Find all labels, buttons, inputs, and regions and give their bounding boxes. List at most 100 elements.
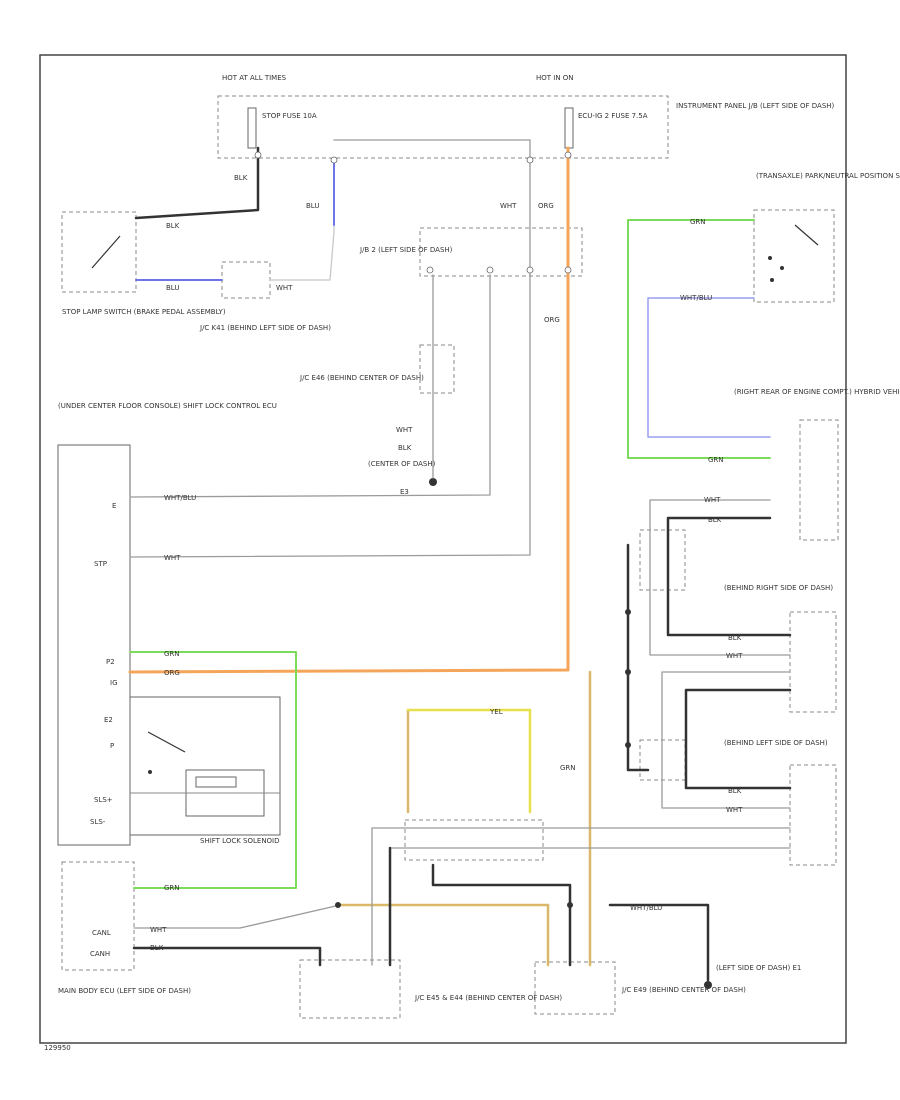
- splice-point-3: [625, 742, 631, 748]
- wire-label-wht-6: WHT: [726, 652, 743, 660]
- wire-label-wht-3: WHT: [164, 554, 181, 562]
- wire-label-grn-3: GRN: [690, 218, 706, 226]
- wire-label-wht-7: WHT: [726, 806, 743, 814]
- pin-ig-label: IG: [110, 679, 118, 687]
- stop-lamp-switch-label: STOP LAMP SWITCH (BRAKE PEDAL ASSEMBLY): [62, 308, 226, 316]
- wire-label-blk-1: BLK: [234, 174, 248, 182]
- wire-label-grn-1: GRN: [164, 650, 180, 658]
- pin-p2-label: P2: [106, 658, 115, 666]
- connector-pin-f16: [526, 156, 534, 164]
- mid-right-connector: [639, 529, 686, 591]
- wire-top-bus: [333, 139, 531, 161]
- connector-pin-k2: [486, 266, 494, 274]
- connector-pin-k8: [526, 266, 534, 274]
- behind-left-dash-label: (BEHIND LEFT SIDE OF DASH): [724, 739, 828, 747]
- wire-transaxle-wht-blu: [647, 297, 771, 438]
- wire-label-wht-4: WHT: [396, 426, 413, 434]
- jc-e45-label: J/C E45 & E44 (BEHIND CENTER OF DASH): [414, 994, 562, 1002]
- wire-label-blk-7: BLK: [150, 944, 164, 952]
- shift-lock-contact: [148, 770, 152, 774]
- center-connector-box: [404, 819, 544, 861]
- wire-ground-e1: [608, 903, 710, 982]
- connector-pin-l7: [330, 156, 338, 164]
- wire-can-blk-2: [684, 688, 792, 790]
- wire-label-wht-2: WHT: [500, 202, 517, 210]
- behind-right-dash-label: (BEHIND RIGHT SIDE OF DASH): [724, 584, 833, 592]
- wire-label-wht-blu-1: WHT/BLU: [164, 494, 196, 502]
- transaxle-switch-label: (TRANSAXLE) PARK/NEUTRAL POSITION SWITCH: [756, 172, 900, 180]
- switch-contact-3: [770, 278, 774, 282]
- connector-pin-c3: [426, 266, 434, 274]
- ground-point-e3: [429, 478, 437, 486]
- wire-label-blu-2: BLU: [306, 202, 319, 210]
- jc-behind-left-box: [221, 261, 271, 299]
- splice-point-1: [625, 609, 631, 615]
- wire-jc-to-jb: [269, 159, 335, 281]
- shift-lock-ecu-box: [57, 444, 131, 846]
- wire-canh-blk: [132, 946, 322, 967]
- pin-canl-label: CANL: [92, 929, 111, 937]
- stop-fuse: [247, 107, 257, 149]
- diagram-frame: [39, 54, 847, 1044]
- jc-e49-label: J/C E49 (BEHIND CENTER OF DASH): [621, 986, 746, 994]
- wire-label-blk-3: BLK: [398, 444, 412, 452]
- ecu-ig2-fuse: [564, 107, 574, 149]
- wire-can-wht-1: [649, 499, 791, 656]
- pin-e-label: E: [112, 502, 116, 510]
- wire-transaxle-grn: [627, 219, 771, 459]
- jb2-label: J/B 2 (LEFT SIDE OF DASH): [359, 246, 453, 254]
- main-body-ecu-box: [61, 861, 135, 971]
- shift-lock-solenoid-label: SHIFT LOCK SOLENOID: [200, 837, 280, 845]
- transaxle-switch-arm: [794, 224, 819, 246]
- hv-controller-box: [799, 419, 839, 541]
- stop-lamp-switch-box: [61, 211, 137, 293]
- wire-stop-fuse-blk: [134, 146, 260, 220]
- pin-e2-label: E2: [104, 716, 113, 724]
- hot-at-all-times-label: HOT AT ALL TIMES: [222, 74, 287, 82]
- wire-ig-org: [128, 146, 570, 674]
- shift-lock-controller-label: (UNDER CENTER FLOOR CONSOLE) SHIFT LOCK …: [58, 402, 277, 410]
- wire-p2-grn: [129, 651, 297, 889]
- hv-controller-label: (RIGHT REAR OF ENGINE COMPT.) HYBRID VEH…: [734, 388, 900, 396]
- wire-label-blk-6: BLK: [728, 787, 742, 795]
- wire-label-org-2: ORG: [544, 316, 560, 324]
- connector-pin-stop-fuse: [254, 151, 262, 159]
- ground-point-e1: [704, 981, 712, 989]
- shift-lock-solenoid-coil: [195, 776, 237, 788]
- hot-in-on-label: HOT IN ON: [536, 74, 574, 82]
- e3-ground-label: E3: [400, 488, 409, 496]
- connector-markers: [254, 151, 631, 908]
- wire-vertical-blk: [626, 543, 650, 772]
- wire-e-wht-blu: [129, 274, 491, 498]
- wire-stp-wht: [129, 159, 531, 558]
- wire-bottom-blk: [431, 863, 572, 967]
- behind-right-dash-box: [789, 611, 837, 713]
- behind-left-dash-box: [789, 764, 837, 866]
- center-of-dash-label: (CENTER OF DASH): [368, 460, 436, 468]
- shift-lock-inner-box: [129, 696, 281, 836]
- wire-label-blk-2: BLK: [166, 222, 180, 230]
- splice-point-5: [567, 902, 573, 908]
- wire-label-blu-1: BLU: [166, 284, 179, 292]
- wire-label-yel-1: YEL: [489, 708, 503, 716]
- pin-sls-minus-label: SLS-: [90, 818, 106, 826]
- connector-pin-ig2-fuse: [564, 151, 572, 159]
- stop-lamp-switch-arm: [91, 235, 121, 269]
- jc-behind-center-box: [419, 344, 455, 394]
- jc-e49-box: [534, 961, 616, 1015]
- switch-contact-2: [780, 266, 784, 270]
- jb2-box: [419, 227, 583, 277]
- wire-label-org-3: ORG: [164, 669, 180, 677]
- pin-stp-label: STP: [94, 560, 107, 568]
- wire-can-blk-1: [666, 516, 792, 637]
- wire-canl-wht: [133, 904, 549, 929]
- splice-point-4: [335, 902, 341, 908]
- ecu-ig2-fuse-label: ECU-IG 2 FUSE 7.5A: [578, 112, 648, 120]
- main-body-ecu-label: MAIN BODY ECU (LEFT SIDE OF DASH): [58, 987, 191, 995]
- wire-label-grn-4: GRN: [708, 456, 724, 464]
- left-side-dash-e1-label: (LEFT SIDE OF DASH) E1: [716, 964, 801, 972]
- instrument-panel-jb-label: INSTRUMENT PANEL J/B (LEFT SIDE OF DASH): [676, 102, 835, 110]
- wire-label-grn-5: GRN: [560, 764, 576, 772]
- instrument-panel-jb-box: [217, 95, 669, 159]
